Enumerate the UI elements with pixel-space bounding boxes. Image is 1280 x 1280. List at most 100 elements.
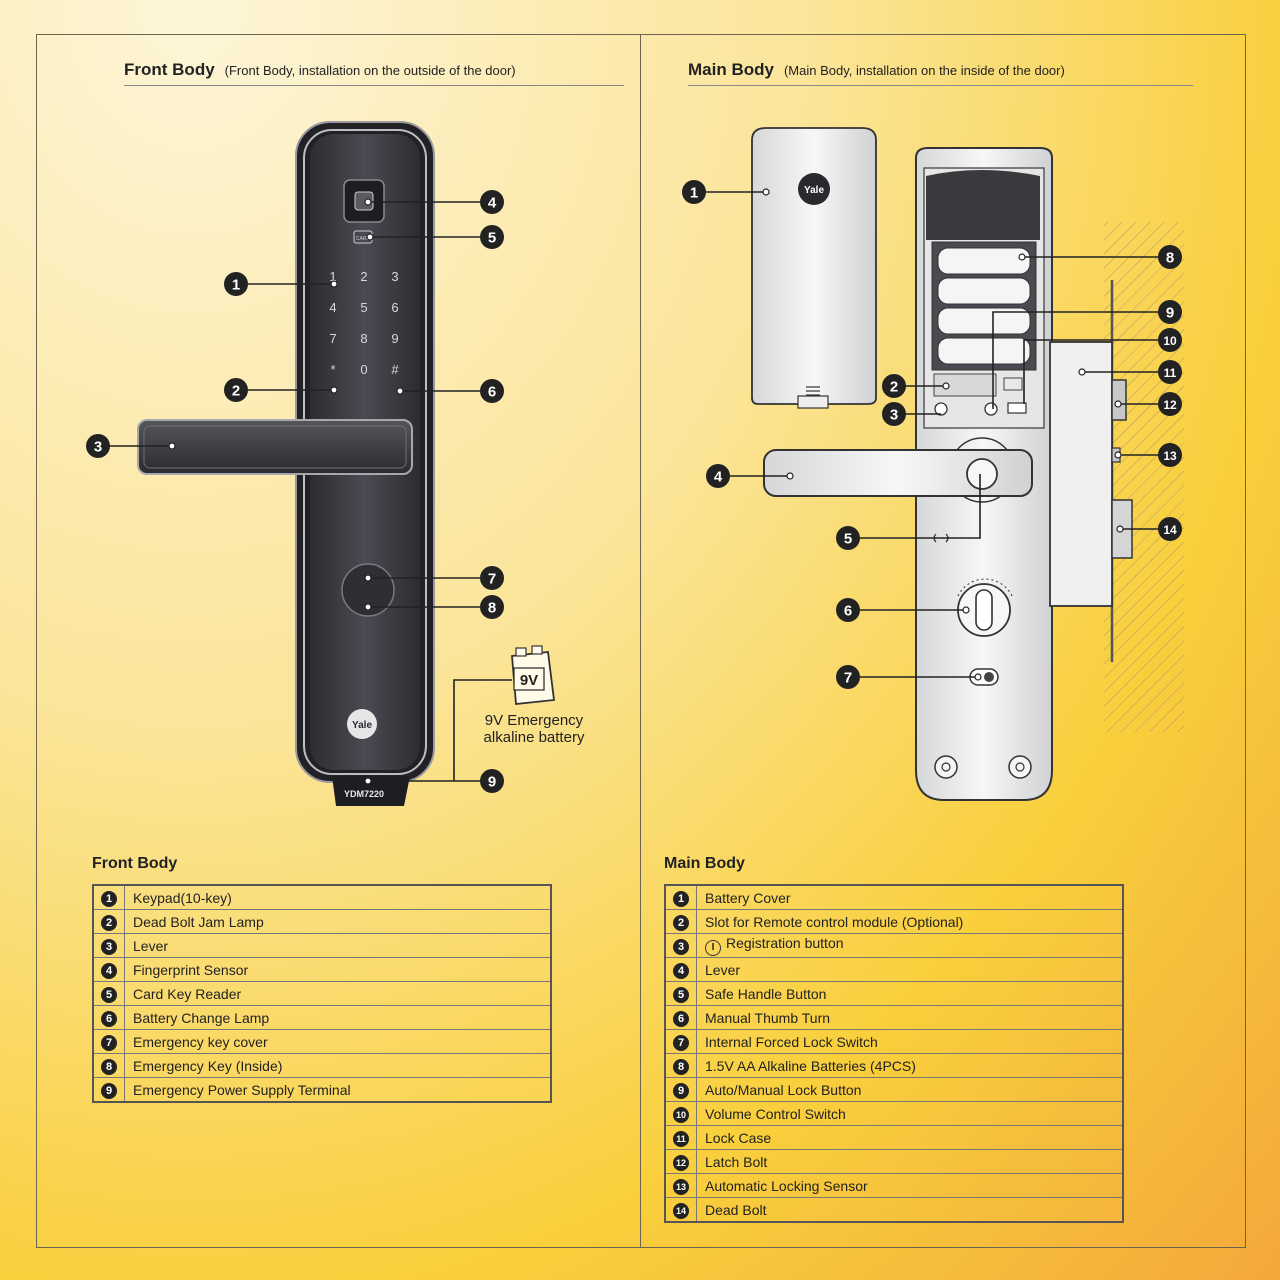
- mounting-screw: [934, 755, 958, 779]
- keypad-key: 1: [329, 269, 336, 284]
- volume-control-switch: [1007, 402, 1027, 414]
- aa-battery: [937, 247, 1031, 275]
- front-lever: [137, 419, 413, 475]
- main-callout-10-label: 10: [1163, 334, 1177, 348]
- part-label: Internal Forced Lock Switch: [696, 1029, 1124, 1054]
- main-callout-7-label: 7: [844, 670, 852, 687]
- part-label: Dead Bolt Jam Lamp: [124, 909, 552, 934]
- front-callout-3-label: 3: [94, 439, 102, 456]
- front-callout-5: [480, 225, 504, 249]
- leader-dot: [364, 777, 372, 785]
- leader-dot: [364, 198, 372, 206]
- front-yale-logo-text: Yale: [352, 720, 372, 731]
- center-divider: [640, 34, 641, 1248]
- battery-badge: 9V: [520, 672, 538, 689]
- front-callout-1: [224, 272, 248, 296]
- lock-case: [1049, 341, 1113, 607]
- front-callout-4-label: 4: [488, 195, 497, 212]
- table-row: 11 Lock Case: [664, 1125, 1124, 1150]
- leader-dot: [1078, 368, 1086, 376]
- front-callout-5-label: 5: [488, 230, 496, 247]
- leader-dot: [396, 387, 404, 395]
- part-label: Emergency Power Supply Terminal: [124, 1077, 552, 1103]
- leader-dot: [330, 386, 338, 394]
- main-callout-12: [1158, 392, 1182, 416]
- main-body-subtitle: (Main Body, installation on the inside o…: [783, 63, 1065, 78]
- front-callout-6-label: 6: [488, 384, 496, 401]
- keypad-key: 4: [329, 300, 336, 315]
- leader-dot: [962, 606, 970, 614]
- leader-dot: [1114, 451, 1122, 459]
- front-callouts: 1 2 3 4 5 6 7 8 9: [86, 190, 504, 793]
- front-leader-dots: [168, 198, 404, 785]
- main-body-title: Main Body: [688, 60, 774, 79]
- part-number: 13: [673, 1178, 689, 1195]
- table-row: 7 Internal Forced Lock Switch: [664, 1029, 1124, 1054]
- main-callout-7: [836, 665, 860, 689]
- keypad-key: 2: [360, 269, 367, 284]
- keypad-key: *: [330, 362, 335, 377]
- leader-dot: [364, 603, 372, 611]
- main-list-title: Main Body: [664, 855, 745, 872]
- part-label: Slot for Remote control module (Optional…: [696, 909, 1124, 934]
- keypad-key: 8: [360, 331, 367, 346]
- part-label: Manual Thumb Turn: [696, 1005, 1124, 1030]
- leader-dot: [974, 673, 982, 681]
- part-number: 3: [673, 938, 689, 955]
- keypad-key: 3: [391, 269, 398, 284]
- front-leader-lines: [110, 201, 512, 782]
- part-number: 8: [673, 1058, 689, 1075]
- keypad: 1 2 3 4 5 6 7 8 9 * 0 #: [329, 269, 399, 377]
- main-yale-logo-text: Yale: [804, 185, 824, 196]
- main-callout-10: [1158, 328, 1182, 352]
- main-callout-12-label: 12: [1163, 398, 1177, 412]
- front-callout-4: [480, 190, 504, 214]
- main-leader-lines: [706, 191, 1158, 678]
- part-number: 1: [101, 890, 117, 907]
- table-row: 4 Fingerprint Sensor: [92, 957, 552, 982]
- part-label: 1.5V AA Alkaline Batteries (4PCS): [696, 1053, 1124, 1078]
- main-callout-2: [882, 374, 906, 398]
- keypad-key: 9: [391, 331, 398, 346]
- part-label: Lock Case: [696, 1125, 1124, 1150]
- part-number: 7: [673, 1034, 689, 1051]
- part-number: 5: [101, 986, 117, 1003]
- front-callout-9-label: 9: [488, 774, 496, 791]
- part-label: Registration button: [726, 935, 844, 951]
- leader-dot: [364, 574, 372, 582]
- leader-dot: [366, 233, 374, 241]
- leader-dot: [942, 382, 950, 390]
- part-number: 12: [673, 1154, 689, 1171]
- front-callout-2: [224, 378, 248, 402]
- front-list-title: Front Body: [92, 855, 178, 872]
- main-yale-logo: [798, 173, 830, 205]
- part-label: Volume Control Switch: [696, 1101, 1124, 1126]
- part-label: Fingerprint Sensor: [124, 957, 552, 982]
- part-number: 6: [673, 1010, 689, 1027]
- part-label: Battery Cover: [696, 884, 1124, 910]
- front-callout-1-label: 1: [232, 277, 240, 294]
- keypad-key: 0: [360, 362, 367, 377]
- remote-module-slot: [933, 373, 997, 397]
- part-number: 3: [101, 938, 117, 955]
- part-label: Lever: [696, 957, 1124, 982]
- part-number: 4: [101, 962, 117, 979]
- main-callout-9-label: 9: [1166, 305, 1174, 322]
- leader-line: [1023, 339, 1158, 404]
- aa-battery: [937, 277, 1031, 305]
- main-callout-4-label: 4: [714, 469, 723, 486]
- part-label: Emergency Key (Inside): [124, 1053, 552, 1078]
- front-lock-model-plate: [332, 776, 410, 806]
- main-lever: [763, 449, 1033, 497]
- registration-button: [934, 402, 948, 416]
- card-reader-label: CARD: [356, 236, 371, 242]
- front-heading-rule: [124, 85, 624, 86]
- part-number: 11: [673, 1130, 689, 1147]
